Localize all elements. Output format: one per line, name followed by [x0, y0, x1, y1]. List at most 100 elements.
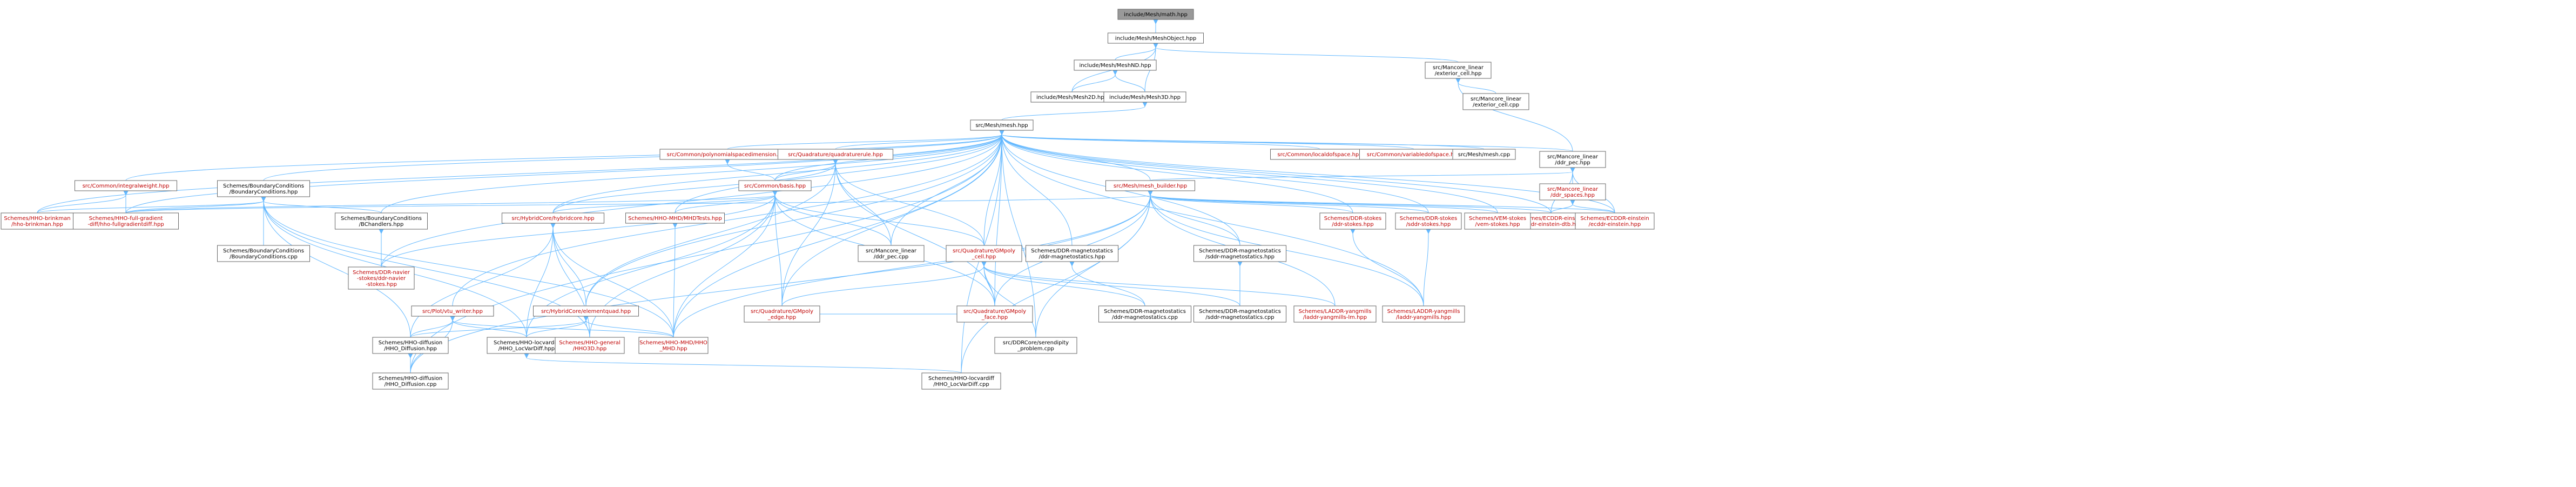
dependency-edge — [725, 159, 776, 181]
file-node-quadrule[interactable]: src/Quadrature/quadraturerule.hpp — [778, 149, 893, 160]
dependency-edge — [125, 130, 1004, 181]
dependency-edge — [781, 261, 987, 306]
dependency-edge — [550, 223, 586, 306]
file-node-label: _MHD.hpp — [659, 346, 687, 352]
file-node-box — [411, 305, 494, 317]
file-node-ddrmagsthpp[interactable]: Schemes/DDR-magnetostatics/ddr-magnetost… — [1026, 245, 1118, 262]
file-node-locvarcpp[interactable]: Schemes/HHO-locvardiff/HHO_LocVarDiff.cp… — [921, 372, 1001, 390]
file-node-locvarhpp[interactable]: Schemes/HHO-locvardiff/HHO_LocVarDiff.hp… — [487, 337, 567, 354]
file-node-plotvtu[interactable]: src/Plot/vtu_writer.hpp — [411, 305, 494, 317]
file-node-box — [1193, 245, 1286, 262]
file-node-polydim[interactable]: src/Common/polynomialspacedimension.hpp — [659, 149, 795, 160]
file-node-mesh3d[interactable]: include/Mesh/Mesh3D.hpp — [1103, 91, 1186, 103]
file-node-hybridcore[interactable]: src/HybridCore/hybridcore.hpp — [502, 212, 604, 224]
file-node-box — [1395, 212, 1462, 230]
dependency-edge — [981, 261, 1036, 338]
file-node-label: /laddr-yangmills.hpp — [1396, 315, 1451, 321]
file-node-label: src/Common/integralweight.hpp — [83, 183, 170, 189]
file-node-mesh2d[interactable]: include/Mesh/Mesh2D.hpp — [1030, 91, 1114, 103]
file-node-sddrstokes[interactable]: Schemes/DDR-stokes/sddr-stokes.hpp — [1395, 212, 1462, 230]
dependency-edge — [999, 130, 1073, 246]
file-node-box — [1464, 212, 1531, 230]
file-node-hhodiffhpp[interactable]: Schemes/HHO-diffusion/HHO_Diffusion.hpp — [372, 337, 449, 354]
file-node-hhofull[interactable]: Schemes/HHO-full-gradient-diff/hho-fullg… — [73, 212, 179, 230]
file-node-gmpolyface[interactable]: src/Quadrature/GMpoly_face.hpp — [956, 305, 1033, 323]
file-node-label: src/Mesh/mesh_builder.hpp — [1114, 183, 1187, 189]
file-node-box — [1117, 9, 1194, 20]
file-node-basis[interactable]: src/Common/basis.hpp — [738, 180, 812, 191]
file-node-vardof[interactable]: src/Common/variabledofspace.hpp — [1359, 149, 1468, 160]
file-node-label: src/Mancore_linear — [1547, 154, 1599, 160]
file-node-label: src/Quadrature/GMpoly — [751, 309, 813, 315]
file-node-ddrmagstcpp[interactable]: Schemes/DDR-magnetostatics/ddr-magnetost… — [1098, 305, 1191, 323]
file-node-hhomhd[interactable]: Schemes/HHO-MHD/HHO_MHD.hpp — [638, 337, 709, 354]
file-node-hhobrink[interactable]: Schemes/HHO-brinkman/hho-brinkman.hpp — [1, 212, 74, 230]
dependency-edge — [727, 130, 1004, 150]
file-node-box — [858, 245, 925, 262]
file-node-label: Schemes/HHO-diffusion — [379, 376, 442, 382]
file-node-bchpp[interactable]: Schemes/BoundaryConditions/BoundaryCondi… — [217, 180, 310, 197]
file-node-meshcpp[interactable]: src/Mesh/mesh.cpp — [1452, 149, 1516, 160]
file-node-label: src/Quadrature/GMpoly — [953, 248, 1015, 254]
dependency-edge — [381, 190, 778, 268]
file-node-ddrspaces[interactable]: src/Mancore_linear/ddr_spaces.hpp — [1539, 183, 1606, 201]
file-node-extcellcpp[interactable]: src/Mancore_linear/exterior_cell.cpp — [1462, 93, 1529, 110]
file-node-label: Schemes/DDR-magnetostatics — [1031, 248, 1113, 254]
file-node-srcmesh[interactable]: src/Mesh/mesh.hpp — [970, 119, 1034, 131]
file-node-box — [1, 212, 74, 230]
file-node-vemstokes[interactable]: Schemes/VEM-stokes/vem-stokes.hpp — [1464, 212, 1531, 230]
file-node-ecddr[interactable]: Schemes/ECDDR-einstein/ecddr-einstein.hp… — [1575, 212, 1655, 230]
file-node-label: /exterior_cell.hpp — [1435, 71, 1482, 77]
file-node-elquad[interactable]: src/HybridCore/elementquad.hpp — [533, 305, 639, 317]
file-node-box — [217, 180, 310, 197]
dependency-edge — [833, 159, 892, 246]
file-node-ddrnavier[interactable]: Schemes/DDR-navier-stokes/ddr-navier-sto… — [348, 266, 415, 290]
file-node-label: /exterior_cell.cpp — [1473, 102, 1519, 108]
file-node-bchand[interactable]: Schemes/BoundaryConditions/BChandlers.hp… — [335, 212, 428, 230]
file-node-mathhpp[interactable]: include/Mesh/math.hpp — [1117, 9, 1194, 20]
file-node-ddrstokes[interactable]: Schemes/DDR-stokes/ddr-stokes.hpp — [1319, 212, 1386, 230]
dependency-edge — [524, 353, 962, 373]
dependency-edge — [1148, 190, 1498, 214]
file-node-box — [1103, 91, 1186, 103]
file-node-hhodiffcpp[interactable]: Schemes/HHO-diffusion/HHO_Diffusion.cpp — [372, 372, 449, 390]
file-node-hho3d[interactable]: Schemes/HHO-general/HHO3D.hpp — [555, 337, 625, 354]
file-node-ddrpec[interactable]: src/Mancore_linear/ddr_pec.hpp — [1539, 151, 1606, 168]
file-node-meshobj[interactable]: include/Mesh/MeshObject.hpp — [1108, 32, 1204, 44]
file-node-gmpolyedge[interactable]: src/Quadrature/GMpoly_edge.hpp — [744, 305, 820, 323]
file-node-sddrmaghpp[interactable]: Schemes/DDR-magnetostatics/sddr-magnetos… — [1193, 245, 1286, 262]
file-node-localdof[interactable]: src/Common/localdofspace.hpp — [1270, 149, 1370, 160]
file-node-label: include/Mesh/Mesh3D.hpp — [1109, 95, 1181, 101]
file-node-label: /HHO_Diffusion.cpp — [385, 382, 437, 388]
file-node-mhdtests[interactable]: Schemes/HHO-MHD/MHDTests.hpp — [625, 212, 725, 224]
file-node-label: src/Mancore_linear — [1433, 65, 1484, 71]
file-node-label: /ddr_pec.hpp — [1555, 160, 1590, 166]
dependency-edge — [1550, 199, 1575, 214]
file-node-box — [1193, 305, 1286, 323]
file-node-intweight[interactable]: src/Common/integralweight.hpp — [75, 180, 177, 191]
dependency-edge — [1455, 78, 1496, 94]
dependency-edge — [981, 261, 1336, 306]
file-node-box — [956, 305, 1033, 323]
file-node-extcellhpp[interactable]: src/Mancore_linear/exterior_cell.hpp — [1425, 62, 1492, 79]
file-node-box — [921, 372, 1001, 390]
file-node-meshnd[interactable]: include/Mesh/MeshND.hpp — [1074, 59, 1157, 71]
file-node-serendip[interactable]: src/DDRCore/serendipity_problem.cpp — [994, 337, 1077, 354]
file-node-box — [533, 305, 639, 317]
file-node-label: /sddr-stokes.hpp — [1406, 222, 1451, 228]
file-node-gmpolycell[interactable]: src/Quadrature/GMpoly_cell.hpp — [946, 245, 1022, 262]
file-node-box — [487, 337, 567, 354]
file-node-label: _cell.hpp — [972, 254, 996, 260]
file-node-label: Schemes/VEM-stokes — [1469, 216, 1526, 222]
file-node-sddrmagcpp[interactable]: Schemes/DDR-magnetostatics/sddr-magnetos… — [1193, 305, 1286, 323]
file-node-manpec[interactable]: src/Mancore_linear/ddr_pec.cpp — [858, 245, 925, 262]
file-node-bccpp[interactable]: Schemes/BoundaryConditions/BoundaryCondi… — [217, 245, 310, 262]
file-node-box — [217, 245, 310, 262]
file-node-meshbuilder[interactable]: src/Mesh/mesh_builder.hpp — [1105, 180, 1195, 191]
file-node-label: src/Mancore_linear — [866, 248, 917, 254]
file-node-ladsim[interactable]: Schemes/LADDR-yangmills/laddr-yangmills-… — [1293, 305, 1377, 323]
file-node-label: -diff/hho-fullgradientdiff.hpp — [87, 222, 164, 228]
file-node-ladym[interactable]: Schemes/LADDR-yangmills/laddr-yangmills.… — [1382, 305, 1465, 323]
file-node-box — [994, 337, 1077, 354]
